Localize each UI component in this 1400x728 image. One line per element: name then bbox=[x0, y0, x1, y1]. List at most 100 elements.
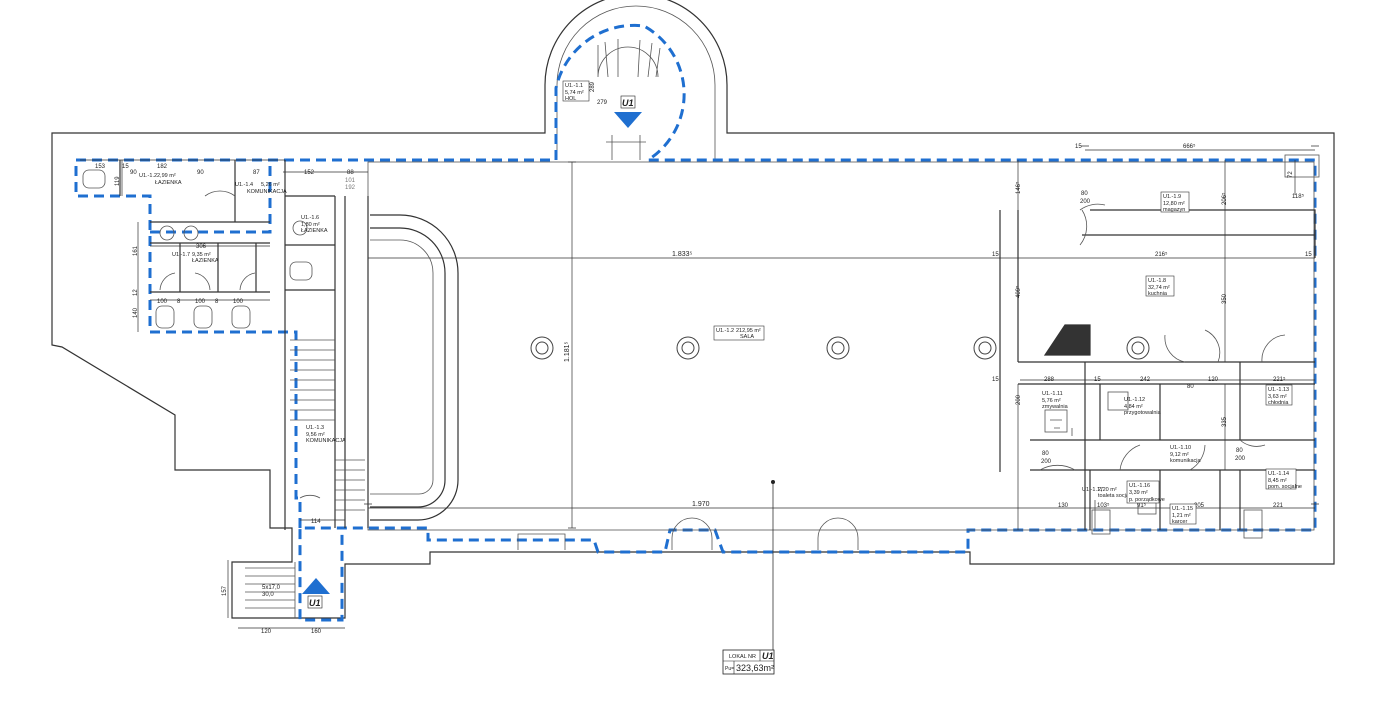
dim-130: 130 bbox=[1058, 503, 1069, 509]
svg-text:U1.-1.15: U1.-1.15 bbox=[1172, 506, 1193, 512]
dim-221a: 221⁵ bbox=[1273, 376, 1286, 383]
svg-text:U1.-1.8: U1.-1.8 bbox=[1148, 278, 1166, 284]
svg-text:U1.-1.7: U1.-1.7 bbox=[172, 252, 190, 258]
svg-text:5,76 m²: 5,76 m² bbox=[1042, 398, 1061, 404]
tower-inner bbox=[556, 5, 716, 160]
unit-boundary bbox=[74, 23, 1317, 622]
svg-text:ŁAZIENKA: ŁAZIENKA bbox=[301, 228, 328, 234]
svg-text:U1.-1.12: U1.-1.12 bbox=[1124, 397, 1145, 403]
dim-87: 87 bbox=[253, 170, 260, 176]
dim-120: 120 bbox=[1208, 377, 1219, 383]
dim-666: 666⁵ bbox=[1183, 143, 1196, 150]
svg-text:212,95 m²: 212,95 m² bbox=[736, 328, 761, 334]
legend-pu-label: Pu= bbox=[725, 666, 734, 672]
svg-text:U1.-1.9: U1.-1.9 bbox=[1163, 194, 1181, 200]
svg-text:zmywalnia: zmywalnia bbox=[1042, 404, 1069, 410]
dim-242: 242 bbox=[1140, 377, 1151, 383]
dim-120b: 120 bbox=[261, 629, 272, 635]
svg-text:U1.-1.4: U1.-1.4 bbox=[235, 182, 253, 188]
dim-206: 206⁵ bbox=[1221, 192, 1228, 205]
svg-text:pom. socjalne: pom. socjalne bbox=[1268, 484, 1302, 490]
svg-text:kuchnia: kuchnia bbox=[1148, 291, 1168, 297]
legend-area: 323,63m² bbox=[736, 663, 774, 673]
dim-288: 288 bbox=[1044, 377, 1055, 383]
dim-1970: 1.970 bbox=[692, 501, 710, 508]
dim-15-d: 15 bbox=[992, 377, 999, 383]
dim-335: 335 bbox=[1222, 416, 1228, 427]
ramp bbox=[370, 214, 459, 521]
dim-200-a: 200 bbox=[1080, 199, 1091, 205]
dim-100c: 100 bbox=[233, 299, 244, 305]
svg-text:komunikacja: komunikacja bbox=[1170, 458, 1202, 464]
dim-80-a: 80 bbox=[1081, 191, 1088, 197]
entry-stair bbox=[245, 562, 296, 618]
svg-text:SALA: SALA bbox=[740, 334, 754, 340]
svg-text:4,84 m²: 4,84 m² bbox=[1124, 404, 1143, 410]
dim-221b: 221 bbox=[1273, 503, 1284, 509]
ramp-inner bbox=[370, 227, 446, 508]
entry-marker-top: U1 bbox=[614, 95, 642, 128]
kitchen-walls bbox=[999, 209, 1316, 530]
dim-80-c: 80 bbox=[1236, 448, 1243, 454]
dim-182: 182 bbox=[157, 164, 168, 170]
dim-15-f: 15 bbox=[1305, 252, 1312, 258]
svg-text:ŁAZIENKA: ŁAZIENKA bbox=[155, 180, 182, 186]
dim-152: 152 bbox=[304, 170, 315, 176]
svg-text:8,45 m²: 8,45 m² bbox=[1268, 478, 1287, 484]
dim-200: 200 bbox=[1016, 394, 1022, 405]
svg-text:toaleta socjalna: toaleta socjalna bbox=[1098, 493, 1137, 499]
dim-279: 279 bbox=[597, 100, 608, 106]
dim-205: 205 bbox=[1194, 503, 1205, 509]
dim-153: 153 bbox=[95, 164, 106, 170]
svg-text:U1.-1.2: U1.-1.2 bbox=[716, 328, 734, 334]
svg-text:9,35 m²: 9,35 m² bbox=[192, 252, 211, 258]
svg-text:5,26 m²: 5,26 m² bbox=[261, 182, 280, 188]
svg-text:9,12 m²: 9,12 m² bbox=[1170, 452, 1189, 458]
unit-legend: LOKAL NR U1 Pu= 323,63m² bbox=[722, 649, 775, 675]
marker-label-top: U1 bbox=[622, 98, 634, 108]
legend-id: U1 bbox=[762, 651, 774, 661]
entry-marker-bottom: U1 bbox=[302, 578, 330, 609]
dim-101: 101 bbox=[345, 178, 356, 184]
bathroom-walls bbox=[119, 160, 335, 293]
svg-text:ŁAZIENKA: ŁAZIENKA bbox=[192, 258, 219, 264]
svg-text:U1.-1.17: U1.-1.17 bbox=[1082, 487, 1103, 493]
building-outline bbox=[51, 0, 1335, 619]
svg-text:chłodnia: chłodnia bbox=[1268, 400, 1289, 406]
svg-text:U1.-1.13: U1.-1.13 bbox=[1268, 387, 1289, 393]
dim-91: 91⁵ bbox=[1137, 502, 1147, 509]
svg-text:9,56 m²: 9,56 m² bbox=[306, 432, 325, 438]
svg-text:1,21 m²: 1,21 m² bbox=[1172, 513, 1191, 519]
dim-160: 160 bbox=[311, 629, 322, 635]
svg-text:3,63 m²: 3,63 m² bbox=[1268, 394, 1287, 400]
svg-text:U1.-1.3: U1.-1.3 bbox=[306, 425, 324, 431]
svg-text:KOMUNIKACJA: KOMUNIKACJA bbox=[247, 189, 287, 195]
dim-90-b: 90 bbox=[197, 170, 204, 176]
dim-216: 216⁵ bbox=[1155, 251, 1168, 258]
dim-192: 192 bbox=[345, 185, 356, 191]
legend-label: LOKAL NR bbox=[729, 654, 756, 660]
dim-88: 88 bbox=[347, 170, 354, 176]
svg-text:p. porządkowe: p. porządkowe bbox=[1129, 497, 1165, 503]
svg-text:5,74 m²: 5,74 m² bbox=[565, 90, 584, 96]
dim-100b: 100 bbox=[195, 299, 206, 305]
dim-200-b: 200 bbox=[1041, 459, 1052, 465]
dim-15-b: 15 bbox=[122, 164, 129, 170]
dim-157: 157 bbox=[222, 585, 228, 596]
svg-text:KOMUNIKACJA: KOMUNIKACJA bbox=[306, 438, 346, 444]
dim-200-c: 200 bbox=[1235, 456, 1246, 462]
dim-146: 146⁵ bbox=[1015, 181, 1022, 194]
dimension-lines bbox=[80, 145, 1319, 629]
misc-details bbox=[606, 135, 1255, 531]
svg-text:U1.-1.10: U1.-1.10 bbox=[1170, 445, 1191, 451]
dim-12: 12 bbox=[133, 289, 139, 296]
dim-114: 114 bbox=[311, 519, 321, 525]
unit-boundary-inner bbox=[150, 160, 272, 234]
svg-text:1,80 m²: 1,80 m² bbox=[301, 222, 320, 228]
dim-350: 350 bbox=[1222, 293, 1228, 304]
dim-1833: 1.833⁵ bbox=[672, 251, 693, 258]
svg-text:magazyn: magazyn bbox=[1163, 207, 1185, 213]
svg-text:2,99 m²: 2,99 m² bbox=[157, 173, 176, 179]
